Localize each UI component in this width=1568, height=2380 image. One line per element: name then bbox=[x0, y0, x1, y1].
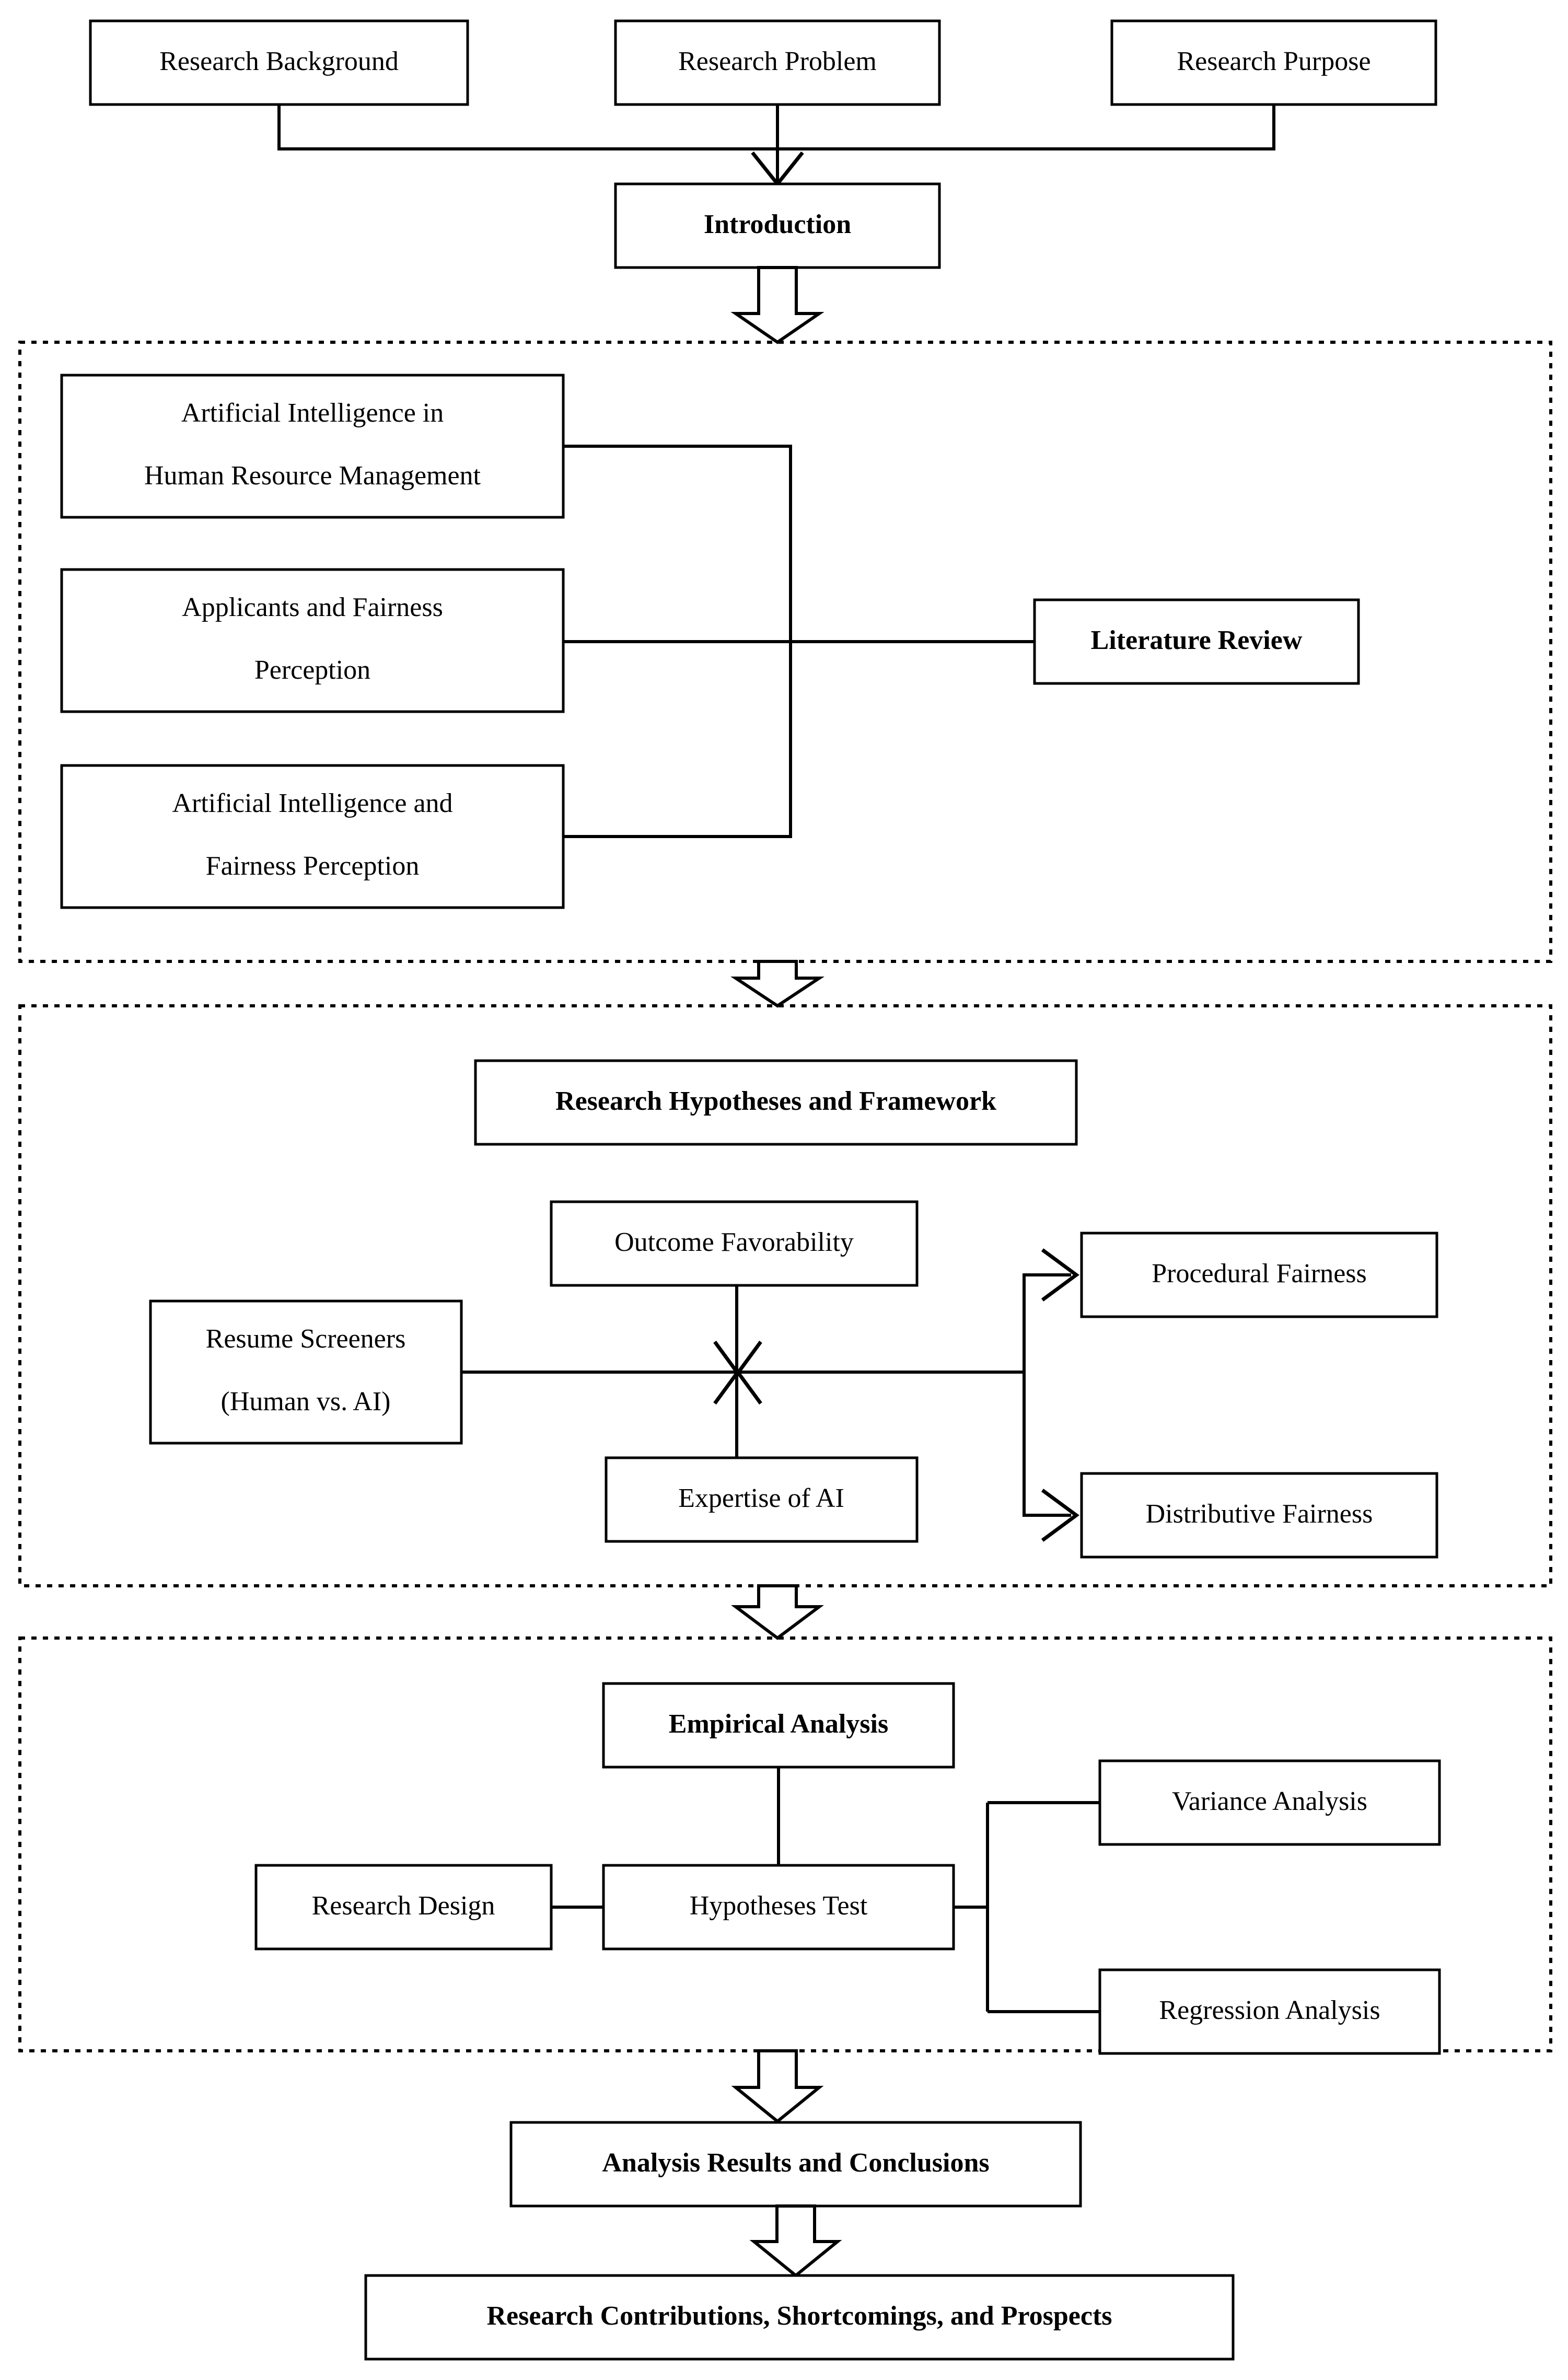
node-ai-fairness-box[interactable] bbox=[60, 764, 565, 909]
node-research-purpose-box[interactable] bbox=[1110, 19, 1437, 106]
node-empirical-analysis-box[interactable] bbox=[602, 1682, 955, 1769]
arrowhead-expertise-of-ai-right bbox=[736, 1371, 762, 1405]
node-research-background-label: Research Background bbox=[159, 47, 399, 76]
node-outcome-favorability-box[interactable] bbox=[550, 1200, 919, 1287]
node-analysis-results-conclusions-box[interactable] bbox=[509, 2121, 1082, 2208]
node-empirical-analysis-label: Empirical Analysis bbox=[669, 1709, 888, 1739]
node-resume-screeners-label-line2: (Human vs. AI) bbox=[221, 1387, 391, 1417]
node-research-purpose-label: Research Purpose bbox=[1177, 47, 1370, 76]
arrowhead-into-distributive-fairness bbox=[1041, 1489, 1079, 1542]
node-research-background-box[interactable] bbox=[89, 19, 469, 106]
block-arrow-hypotheses-to-empirical bbox=[731, 1584, 824, 1640]
section-empirical-analysis-container bbox=[18, 1636, 1552, 2052]
node-ai-in-hrm-label-line2: Human Resource Management bbox=[144, 461, 481, 491]
block-arrow-empirical-to-results bbox=[731, 2049, 824, 2123]
node-introduction-label: Introduction bbox=[704, 210, 851, 239]
block-arrow-introduction-to-literature-review bbox=[730, 266, 824, 344]
block-arrow-results-to-contributions bbox=[749, 2204, 842, 2278]
node-research-contributions-label: Research Contributions, Shortcomings, an… bbox=[486, 2301, 1112, 2331]
section-literature-review-container bbox=[18, 341, 1552, 963]
node-research-contributions-box[interactable] bbox=[364, 2274, 1235, 2361]
node-resume-screeners-label-line1: Resume Screeners bbox=[206, 1324, 406, 1354]
node-hypotheses-test-box[interactable] bbox=[602, 1864, 955, 1951]
node-research-problem-label: Research Problem bbox=[678, 47, 877, 76]
node-research-hypotheses-framework-label: Research Hypotheses and Framework bbox=[555, 1086, 996, 1116]
node-research-hypotheses-framework-box[interactable] bbox=[474, 1059, 1078, 1146]
node-ai-in-hrm-box[interactable] bbox=[60, 374, 565, 519]
node-applicants-fairness-label-line2: Perception bbox=[254, 655, 370, 685]
node-ai-fairness-label-line1: Artificial Intelligence and bbox=[172, 788, 452, 818]
connector-split-to-distributive-fairness bbox=[1023, 1372, 1071, 1517]
node-ai-fairness-label-line2: Fairness Perception bbox=[206, 851, 420, 881]
node-resume-screeners-box[interactable] bbox=[149, 1299, 463, 1445]
node-regression-analysis-label: Regression Analysis bbox=[1159, 1995, 1380, 2025]
arrowhead-outcome-favorability-right bbox=[736, 1340, 762, 1375]
connector-split-to-procedural-fairness bbox=[1023, 1273, 1071, 1372]
block-arrow-literature-to-hypotheses bbox=[730, 960, 824, 1008]
node-analysis-results-conclusions-label: Analysis Results and Conclusions bbox=[602, 2148, 989, 2178]
node-ai-in-hrm-label-line1: Artificial Intelligence in bbox=[181, 398, 444, 428]
arrowhead-outcome-favorability-left bbox=[713, 1340, 739, 1375]
node-applicants-fairness-label-line1: Applicants and Fairness bbox=[182, 593, 443, 622]
node-variance-analysis-label: Variance Analysis bbox=[1172, 1786, 1367, 1816]
node-research-design-box[interactable] bbox=[254, 1864, 553, 1951]
node-expertise-of-ai-box[interactable] bbox=[605, 1456, 919, 1543]
node-applicants-fairness-box[interactable] bbox=[60, 568, 565, 713]
node-variance-analysis-box[interactable] bbox=[1098, 1759, 1441, 1846]
node-literature-review-box[interactable] bbox=[1033, 598, 1360, 685]
node-distributive-fairness-box[interactable] bbox=[1080, 1472, 1438, 1559]
node-expertise-of-ai-label: Expertise of AI bbox=[678, 1483, 844, 1513]
node-literature-review-label: Literature Review bbox=[1091, 625, 1303, 655]
arrowhead-into-procedural-fairness bbox=[1041, 1248, 1079, 1302]
node-distributive-fairness-label: Distributive Fairness bbox=[1146, 1499, 1373, 1529]
node-regression-analysis-box[interactable] bbox=[1098, 1968, 1441, 2055]
node-research-design-label: Research Design bbox=[312, 1891, 495, 1921]
arrowhead-expertise-of-ai-left bbox=[713, 1371, 739, 1405]
node-procedural-fairness-box[interactable] bbox=[1080, 1232, 1438, 1318]
node-hypotheses-test-label: Hypotheses Test bbox=[690, 1891, 868, 1921]
node-procedural-fairness-label: Procedural Fairness bbox=[1152, 1259, 1367, 1288]
node-outcome-favorability-label: Outcome Favorability bbox=[614, 1227, 854, 1257]
node-research-problem-box[interactable] bbox=[614, 19, 941, 106]
